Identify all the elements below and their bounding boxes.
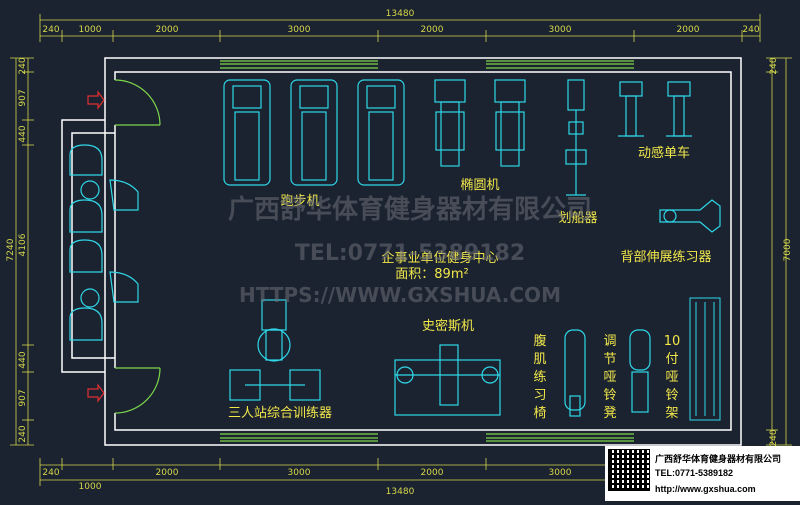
left-dimensions	[10, 57, 34, 446]
footer-company-card: 广西舒华体育健身器材有限公司 TEL:0771-5389182 http://w…	[605, 446, 800, 501]
rower	[565, 79, 587, 196]
dim-top-seg-5: 3000	[549, 25, 572, 35]
label-three-station: 三人站综合训练器	[228, 406, 332, 421]
watermark-tel: TEL:0771-5389182	[295, 241, 525, 266]
dim-left-seg-5: 240	[18, 425, 28, 442]
dim-bottom-seg-2: 3000	[288, 468, 311, 478]
footer-company: 广西舒华体育健身器材有限公司	[655, 454, 782, 464]
footer-url: http://www.gxshua.com	[655, 484, 756, 494]
exit-markers	[87, 90, 105, 403]
watermark-url: HTTPS://WWW.GXSHUA.COM	[239, 283, 561, 307]
back-extension	[659, 199, 721, 233]
label-back-extension: 背部伸展练习器	[620, 250, 711, 265]
footer-tel: TEL:0771-5389182	[655, 468, 734, 478]
smith-machine	[394, 344, 501, 416]
qr-code-icon	[608, 449, 650, 491]
label-smith: 史密斯机	[422, 318, 474, 334]
label-treadmill: 跑步机	[280, 194, 319, 209]
dim-left-top: 240	[18, 57, 28, 74]
label-dumbbell-bench: 调节哑铃凳	[603, 334, 616, 421]
label-spin-bike: 动感单车	[638, 145, 690, 161]
dim-left-seg-1: 440	[18, 125, 28, 142]
ab-bench	[564, 329, 586, 417]
dumbbell-rack	[689, 297, 721, 421]
watermark-company: 广西舒华体育健身器材有限公司	[228, 194, 592, 225]
dim-bottom-seg-0: 240	[42, 468, 59, 478]
dim-right-outer: 7000	[783, 238, 793, 261]
dim-top-seg-4: 2000	[421, 25, 444, 35]
dim-bottom-seg-3: 2000	[421, 468, 444, 478]
label-ab-bench: 腹肌练习椅	[533, 333, 546, 421]
dim-left-seg-4: 907	[18, 389, 28, 406]
dim-bottom-seg-1: 2000	[156, 468, 179, 478]
dim-left-outer: 7240	[6, 238, 16, 261]
dim-top-seg-1: 1000	[79, 25, 102, 35]
doors	[113, 79, 161, 414]
dim-total-bottom: 13480	[386, 487, 415, 497]
dim-left-seg-3: 440	[18, 351, 28, 368]
dim-right-seg-0: 240	[769, 57, 779, 74]
three-station-trainer	[229, 299, 321, 401]
dim-top-seg-6: 2000	[677, 25, 700, 35]
center-area: 面积：89m²	[395, 267, 468, 282]
lounge-seating	[69, 144, 139, 341]
label-rower: 划船器	[558, 211, 597, 226]
dim-bottom-seg-4: 3000	[549, 468, 572, 478]
windows	[220, 60, 634, 442]
label-elliptical: 椭圆机	[460, 177, 499, 193]
dim-top-seg-0: 240	[42, 25, 59, 35]
dim-right-seg-1: 240	[769, 429, 779, 446]
dim-left-seg-2: 4106	[18, 233, 28, 256]
dim-left-seg-0: 907	[18, 89, 28, 106]
right-dimensions	[766, 57, 792, 446]
top-dimensions	[39, 14, 761, 42]
walls	[61, 57, 742, 446]
dim-top-seg-2: 2000	[156, 25, 179, 35]
dumbbell-bench	[629, 329, 651, 413]
ellipticals	[434, 79, 526, 167]
dim-top-seg-7: 240	[742, 25, 759, 35]
dim-total-top: 13480	[386, 9, 415, 19]
dim-bottom-seg-6: 1000	[79, 482, 102, 492]
center-title: 企事业单位健身中心	[381, 250, 498, 266]
treadmills	[223, 79, 405, 186]
spin-bikes	[618, 81, 692, 137]
dim-top-seg-3: 3000	[288, 25, 311, 35]
